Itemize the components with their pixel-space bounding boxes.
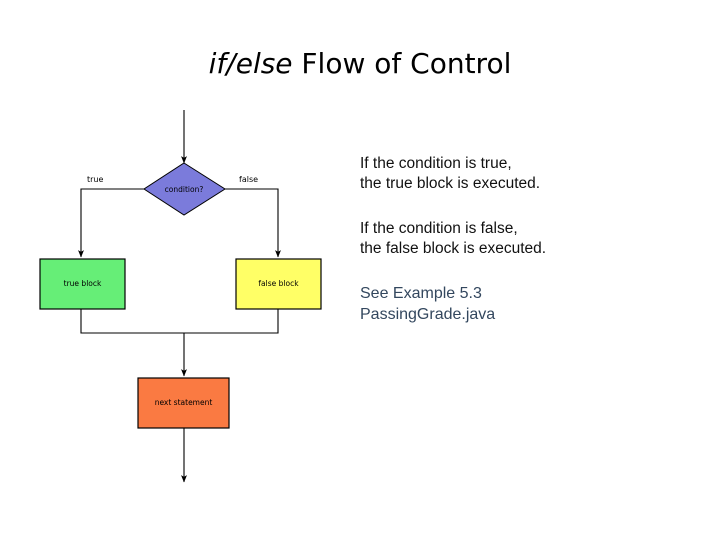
node-true-block-rect [39,258,126,310]
note-example-reference: See Example 5.3 PassingGrade.java [360,285,496,323]
node-next-statement-rect [137,377,230,429]
edge-condition-to-false-block [225,188,281,258]
node-condition-diamond [143,162,226,216]
edge-label-true: true [87,175,104,184]
page-title-keyword: if/else [208,47,293,80]
page-title: if/else Flow of Control [0,47,720,81]
edge-true-block-to-merge [80,309,184,334]
edge-condition-to-true-block [78,188,144,258]
note-false-case: If the condition is false, the false blo… [360,220,547,257]
note-true-case: If the condition is true, the true block… [360,155,541,192]
node-false-block-rect [235,258,322,310]
page-title-rest: Flow of Control [292,47,512,80]
edge-label-false: false [239,175,259,184]
edge-false-block-to-merge [184,309,279,334]
